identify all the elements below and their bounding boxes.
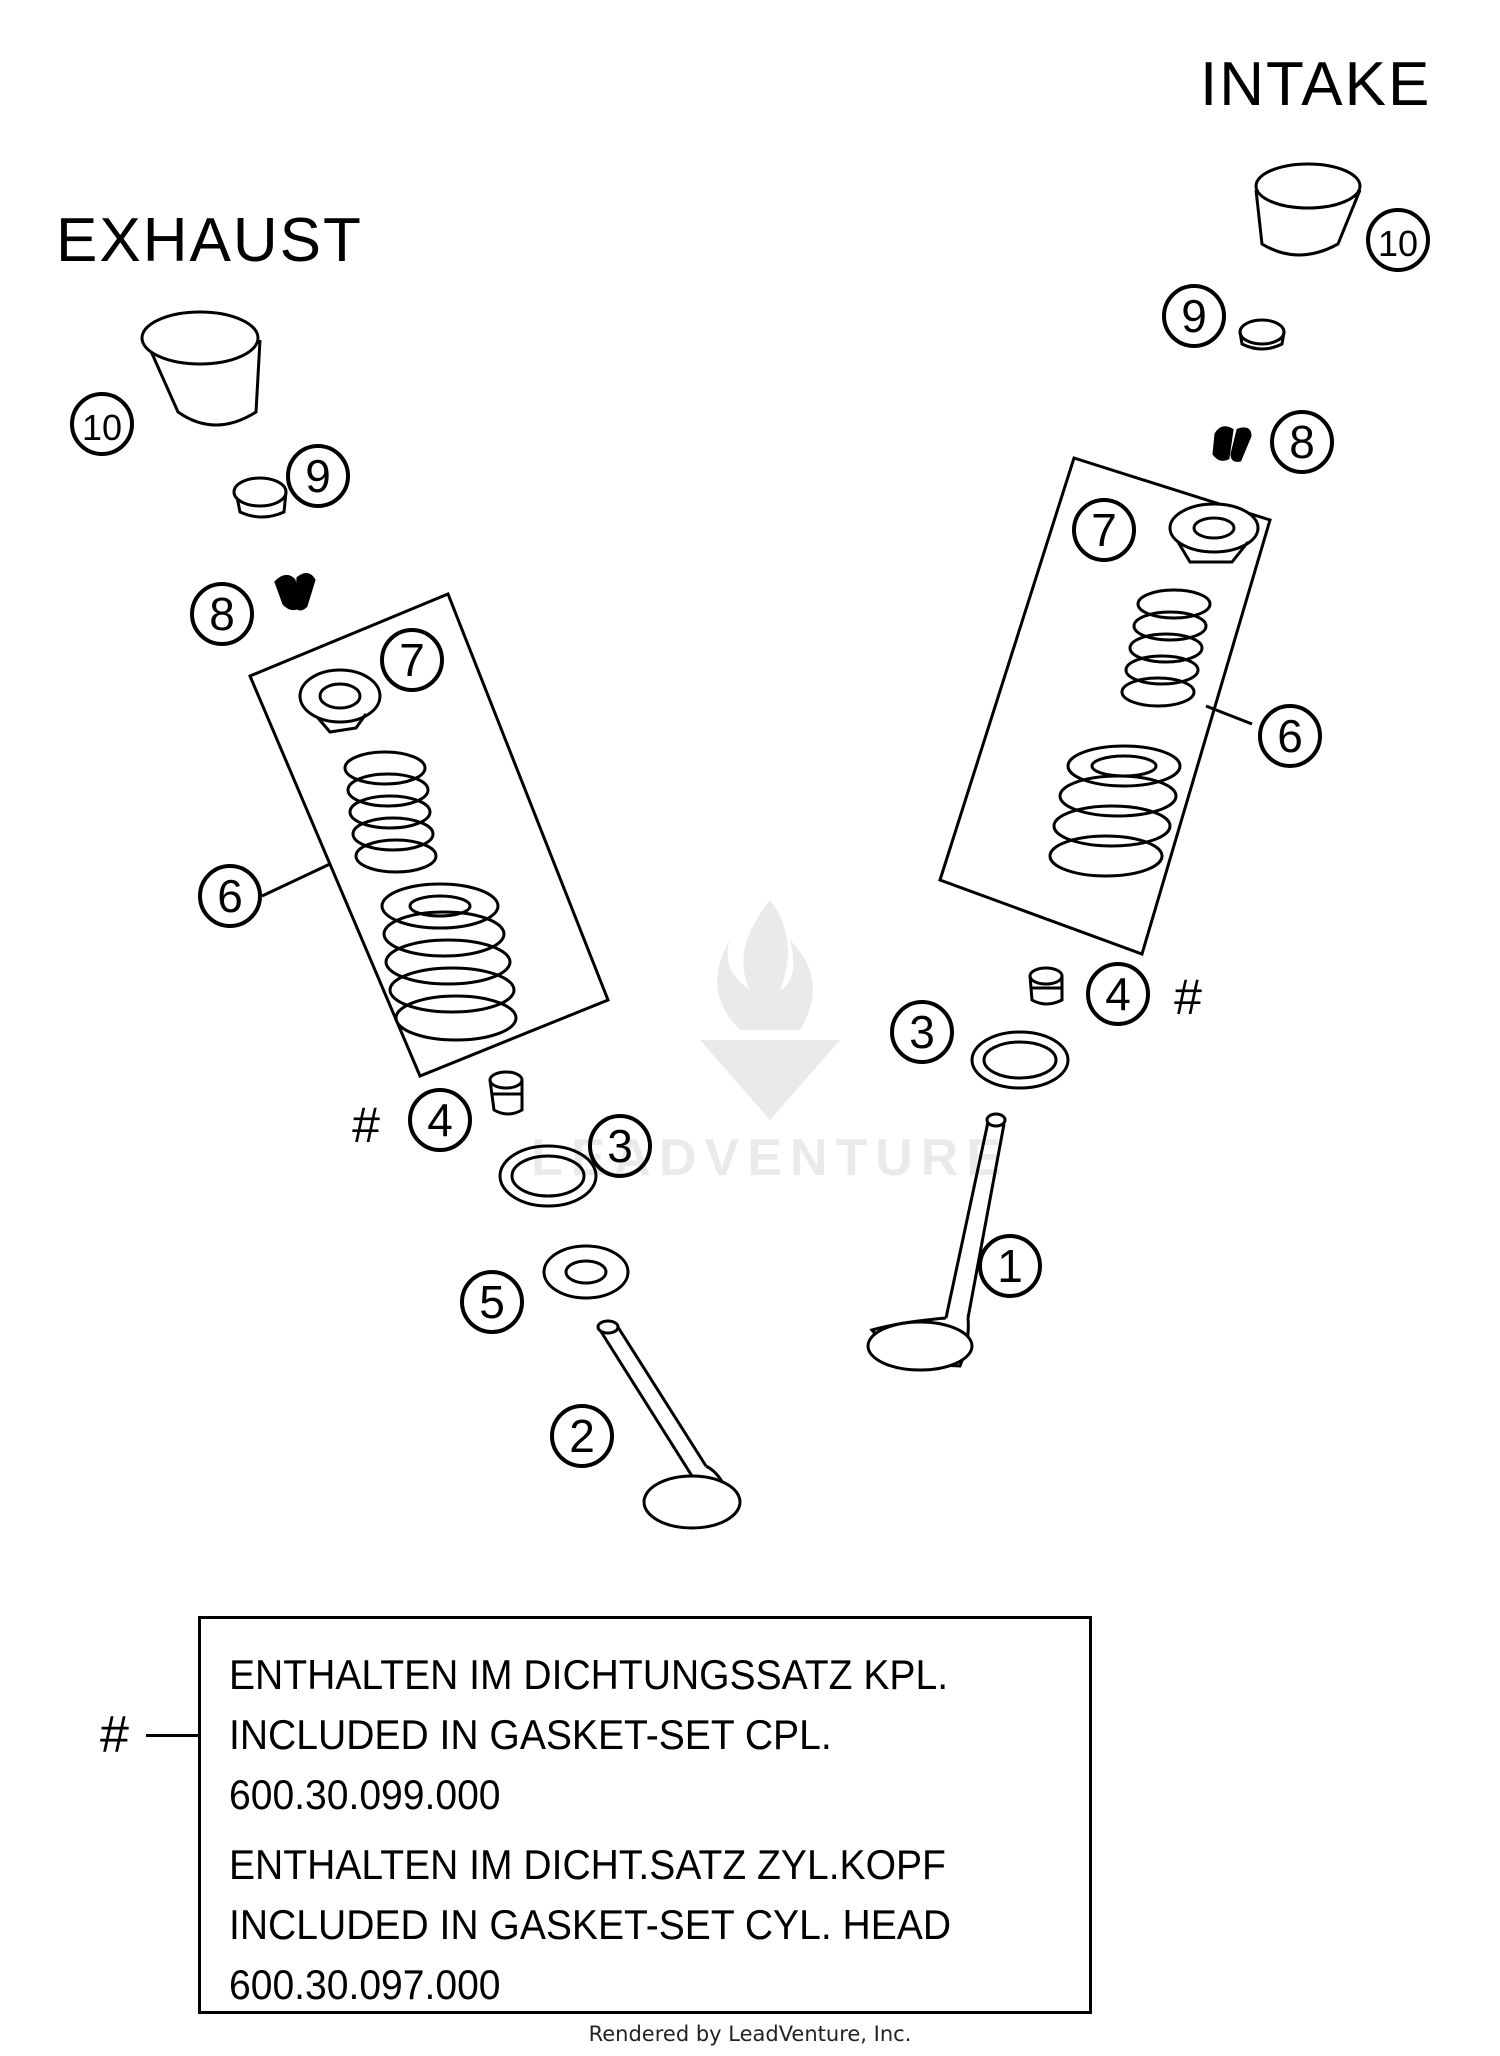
callout-8-exhaust: 8 <box>209 588 235 640</box>
callout-3-intake: 3 <box>909 1006 935 1058</box>
exhaust-valve-stem-seal <box>488 1070 524 1116</box>
intake-outer-spring <box>1048 744 1182 878</box>
note-line-en-1: INCLUDED IN GASKET-SET CPL. <box>229 1711 832 1758</box>
gasket-set-note: ENTHALTEN IM DICHTUNGSSATZ KPL. INCLUDED… <box>198 1616 1092 2014</box>
callout-5-exhaust: 5 <box>479 1276 505 1328</box>
intake-valve-keepers <box>1212 426 1252 462</box>
callout-1-intake: 1 <box>997 1240 1023 1292</box>
intake-title: INTAKE <box>1200 50 1432 119</box>
callout-3-exhaust: 3 <box>607 1120 633 1172</box>
callout-4-intake: 4 <box>1105 968 1131 1020</box>
intake-valve-stem-seal <box>1028 966 1064 1006</box>
callout-8-intake: 8 <box>1289 416 1315 468</box>
callout-circle-4-exhaust <box>408 1088 472 1152</box>
callout-circle-7-exhaust <box>380 628 444 692</box>
exhaust-title: EXHAUST <box>56 206 363 275</box>
intake-valve <box>866 1112 1007 1372</box>
callout-circle-8-exhaust <box>190 582 254 646</box>
intake-inner-spring <box>1120 588 1212 708</box>
exhaust-spring-retainer <box>298 668 382 734</box>
callout-9-intake: 9 <box>1181 290 1207 342</box>
callout-circle-9-intake <box>1162 284 1226 348</box>
callout-circle-7-intake <box>1072 498 1136 562</box>
callout-circle-5-exhaust <box>460 1270 524 1334</box>
callout-7-intake: 7 <box>1091 504 1117 556</box>
callout-circle-3-intake <box>890 1000 954 1064</box>
note-part-number-2: 600.30.097.000 <box>229 1961 501 2008</box>
intake-spring-retainer <box>1168 502 1260 564</box>
footer-credit: Rendered by LeadVenture, Inc. <box>588 2022 912 2046</box>
callout-circle-6-exhaust <box>198 864 262 928</box>
exhaust-bucket-tappet <box>140 310 262 427</box>
callout-circle-1-intake <box>978 1234 1042 1298</box>
intake-spring-leader <box>1205 704 1253 726</box>
exhaust-washer <box>542 1244 630 1300</box>
exhaust-spring-leader <box>261 862 331 898</box>
note-line-de-2: ENTHALTEN IM DICHT.SATZ ZYL.KOPF <box>229 1841 946 1888</box>
callout-10-intake: 10 <box>1378 223 1418 264</box>
watermark: LEADVENTURE <box>500 900 1040 1200</box>
callout-9-exhaust: 9 <box>305 450 331 502</box>
callout-6-intake: 6 <box>1277 710 1303 762</box>
note-line-en-2: INCLUDED IN GASKET-SET CYL. HEAD <box>229 1901 952 1948</box>
callout-7-exhaust: 7 <box>399 634 425 686</box>
intake-spring-box <box>938 456 1272 956</box>
callout-2-exhaust: 2 <box>569 1410 595 1462</box>
callout-circle-4-intake <box>1086 962 1150 1026</box>
exhaust-spring-seat <box>498 1144 598 1208</box>
callout-circle-10-exhaust <box>70 392 134 456</box>
note-line-de-1: ENTHALTEN IM DICHTUNGSSATZ KPL. <box>229 1651 949 1698</box>
exhaust-valve <box>596 1319 742 1530</box>
callout-10-exhaust: 10 <box>82 407 122 448</box>
intake-spring-seat <box>970 1030 1070 1090</box>
note-hash-marker: # <box>100 1706 129 1764</box>
hash-mark-intake: # <box>1174 969 1202 1025</box>
exhaust-outer-spring <box>380 882 518 1042</box>
hash-mark-exhaust: # <box>352 1097 380 1153</box>
callout-circle-6-intake <box>1258 704 1322 768</box>
callout-circle-10-intake <box>1366 208 1430 272</box>
callout-circle-8-intake <box>1270 410 1334 474</box>
callout-circle-3-exhaust <box>588 1114 652 1178</box>
exhaust-inner-spring <box>343 750 438 874</box>
note-leader-line <box>146 1734 198 1737</box>
intake-bucket-tappet <box>1254 162 1362 257</box>
callout-6-exhaust: 6 <box>217 870 243 922</box>
callout-circle-2-exhaust <box>550 1404 614 1468</box>
note-part-number-1: 600.30.099.000 <box>229 1771 501 1818</box>
callout-circle-9-exhaust <box>286 444 350 508</box>
exhaust-valve-keepers <box>274 573 316 611</box>
watermark-text: LEADVENTURE <box>530 1129 1010 1187</box>
intake-shim <box>1238 318 1286 351</box>
callout-4-exhaust: 4 <box>427 1094 453 1146</box>
exhaust-shim <box>232 476 288 519</box>
exhaust-spring-box <box>248 592 610 1078</box>
watermark-logo-icon <box>700 900 840 1120</box>
